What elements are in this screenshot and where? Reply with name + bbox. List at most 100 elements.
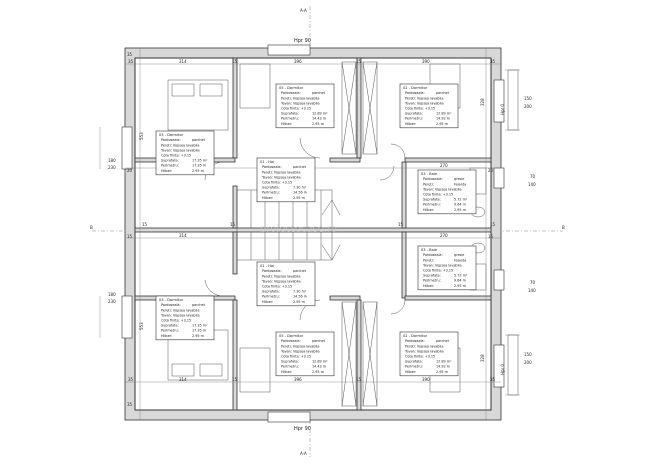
window-side-markers bbox=[99, 69, 520, 396]
room-field-label: Pardoseala: bbox=[262, 269, 282, 273]
win-right-bottom-a-1: 70 bbox=[530, 280, 536, 285]
room-title: 03 - Baie bbox=[421, 248, 438, 252]
room-field-value: 5.72 m² bbox=[454, 198, 468, 202]
room-field-value: 14.43 m bbox=[312, 117, 327, 121]
room-field-label: Perimetru: bbox=[281, 365, 299, 369]
room-field-value: 2.95 m bbox=[192, 334, 205, 338]
axis-label-top: A-A bbox=[300, 8, 307, 13]
room-field-label: Suprafata: bbox=[281, 360, 299, 364]
dim-left-4: 15 bbox=[127, 234, 133, 239]
watermark: proiectecase.ro bbox=[260, 224, 337, 235]
room-field-label: Pardoseala: bbox=[423, 177, 443, 181]
room-label-box bbox=[155, 130, 215, 176]
room-field-label: Pereti: Vopsea lavabila bbox=[405, 344, 443, 348]
room-label-box bbox=[417, 245, 477, 291]
win-right-top-a-1: 70 bbox=[530, 174, 536, 179]
room-label-r03-baie-top: 03 - BaiePardoseala:gresiePereti:Faianta… bbox=[417, 169, 477, 215]
room-field-value: parchet bbox=[436, 91, 450, 95]
room-field-value: 12.89 m² bbox=[436, 360, 452, 364]
room-field-label: Tavan: Vopsea lavabila bbox=[422, 187, 462, 191]
dim-stair-top-2: 15 bbox=[398, 222, 404, 227]
room-field-label: Hliber: bbox=[262, 196, 273, 200]
staircase bbox=[236, 189, 341, 261]
room-field-label: Pardoseala: bbox=[262, 165, 282, 169]
room-field-label: Hliber: bbox=[281, 370, 292, 374]
room-field-label: Pereti: Vopsea lavabila bbox=[161, 308, 199, 312]
room-field-label: Tavan: Vopsea lavabila bbox=[261, 175, 301, 179]
room-field-value: 14.92 m bbox=[436, 365, 451, 369]
room-title: 01 - Hol bbox=[260, 264, 274, 268]
room-label-box bbox=[155, 295, 215, 341]
room-title: 01 - Hol bbox=[260, 160, 274, 164]
room-field-label: Pereti: Vopsea lavabila bbox=[281, 344, 319, 348]
win-right-top-a-2: 140 bbox=[528, 182, 536, 187]
room-field-label: Perimetru: bbox=[262, 191, 280, 195]
room-field-label: Tavan: Vopsea lavabila bbox=[404, 101, 444, 105]
axis-label-left: B bbox=[90, 225, 93, 230]
room-field-value: 2.95 m bbox=[312, 122, 325, 126]
room-field-label: Hliber: bbox=[262, 300, 273, 304]
room-field-label: Pereti: bbox=[423, 182, 434, 186]
room-label-box bbox=[417, 169, 477, 215]
room-field-value: 2.95 m bbox=[436, 370, 449, 374]
room-field-label: Pereti: Vopsea lavabila bbox=[161, 143, 199, 147]
dim-stair-bottom-1: 15 bbox=[142, 222, 148, 227]
dim-top-3: 15 bbox=[232, 59, 238, 64]
dim-mid-upper-3: 270 bbox=[440, 163, 448, 168]
room-field-label: Cota finita: +3.15 bbox=[423, 269, 453, 273]
win-left-top-b: 230 bbox=[108, 165, 116, 170]
dim-mid-lower-2: 270 bbox=[440, 233, 448, 238]
room-field-label: Cota finita: +3.15 bbox=[405, 355, 435, 359]
room-title: 05 - Dormitor bbox=[279, 334, 304, 338]
room-field-value: 5.72 m² bbox=[454, 274, 468, 278]
room-field-label: Perimetru: bbox=[423, 203, 441, 207]
room-field-label: Cota finita: +3.15 bbox=[262, 285, 292, 289]
room-title: 02 - Dormitor bbox=[403, 334, 428, 338]
room-field-value: 7.30 m² bbox=[293, 186, 307, 190]
room-field-label: Pereti: Vopsea lavabila bbox=[281, 96, 319, 100]
room-field-value: 2.95 m bbox=[293, 196, 306, 200]
room-title: 03 - Baie bbox=[421, 172, 438, 176]
room-field-value: 14.56 m bbox=[293, 295, 308, 299]
room-field-label: Pereti: Vopsea lavabila bbox=[405, 96, 443, 100]
room-field-value: parchet bbox=[192, 303, 206, 307]
win-left-bottom-b: 230 bbox=[108, 299, 116, 304]
dim-stair-top-1: 15 bbox=[230, 222, 236, 227]
room-field-label: Pardoseala: bbox=[161, 138, 181, 142]
room-field-value: parchet bbox=[192, 138, 206, 142]
room-field-label: Perimetru: bbox=[161, 329, 179, 333]
room-field-value: 2.95 m bbox=[454, 208, 467, 212]
room-field-label: Perimetru: bbox=[423, 279, 441, 283]
win-right-bottom-b-2: 200 bbox=[524, 360, 532, 365]
dim-top-6: 390 bbox=[422, 59, 430, 64]
dim-top-7: 35 bbox=[490, 59, 496, 64]
dim-bottom-1: 35 bbox=[128, 377, 134, 382]
room-field-label: Hliber: bbox=[405, 370, 416, 374]
room-field-value: parchet bbox=[293, 269, 307, 273]
dimension-labels: 35 314 15 396 15 390 35 314 516 270 314 … bbox=[108, 38, 536, 432]
room-title: 02 - Dormitor bbox=[403, 86, 428, 90]
axis-label-bottom: A-A bbox=[300, 451, 307, 456]
room-field-label: Suprafata: bbox=[423, 198, 441, 202]
room-field-label: Perimetru: bbox=[262, 295, 280, 299]
room-field-label: Perimetru: bbox=[281, 117, 299, 121]
room-field-label: Tavan: Vopsea lavabila bbox=[160, 313, 200, 317]
dim-top-4: 396 bbox=[294, 59, 302, 64]
room-field-value: gresie bbox=[454, 177, 464, 181]
room-field-value: parchet bbox=[436, 339, 450, 343]
win-left-top-a: 180 bbox=[108, 158, 116, 163]
room-field-label: Pereti: Vopsea lavabila bbox=[262, 274, 300, 278]
room-field-label: Cota finita: +3.15 bbox=[161, 154, 191, 158]
dim-right-3: 15 bbox=[488, 234, 494, 239]
dim-right-4: 328 bbox=[480, 354, 485, 362]
room-title: 03 - Dormitor bbox=[159, 298, 184, 302]
room-field-label: Pardoseala: bbox=[161, 303, 181, 307]
room-field-label: Tavan: Vopsea lavabila bbox=[280, 101, 320, 105]
dim-bottom-6: 390 bbox=[422, 377, 430, 382]
room-label-box bbox=[256, 157, 316, 203]
windows bbox=[121, 44, 505, 423]
room-field-value: 9.64 m bbox=[454, 279, 467, 283]
